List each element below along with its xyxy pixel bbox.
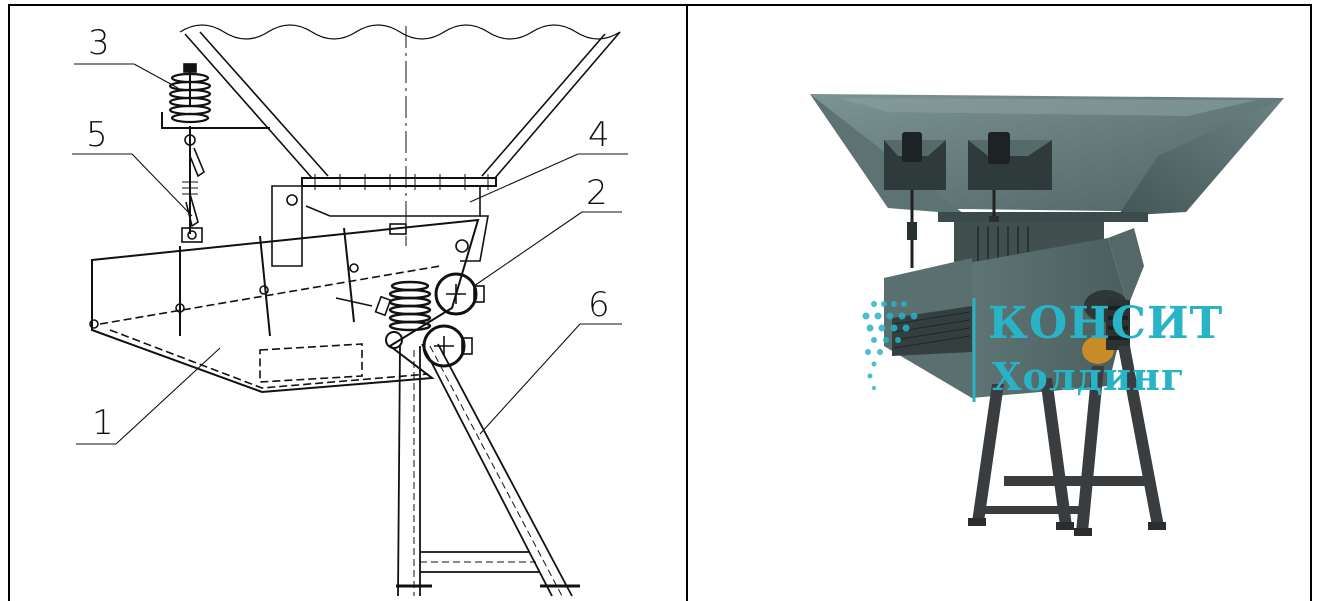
support-stand <box>396 343 580 597</box>
callout-label-3: 3 <box>88 23 110 63</box>
render-support-stand <box>968 346 1166 536</box>
hopper-flange <box>301 177 497 187</box>
callout-leaders <box>72 63 628 445</box>
technical-drawing-panel: 3 5 1 4 2 6 <box>10 6 686 601</box>
render-trough <box>884 228 1144 398</box>
render-vibro-motor <box>1082 290 1130 364</box>
hopper-left-wall <box>184 33 313 179</box>
watermark-text-line1: КОНСИТ <box>988 298 1223 349</box>
callout-label-2: 2 <box>586 173 608 213</box>
figure-frame <box>8 4 1312 601</box>
callout-label-5: 5 <box>86 115 108 155</box>
watermark-logo: КОНСИТ Холдинг <box>862 298 1223 402</box>
feeder-trough <box>91 218 480 394</box>
logo-dots-icon <box>862 301 918 390</box>
callout-label-4: 4 <box>588 115 610 155</box>
callout-label-1: 1 <box>92 403 114 443</box>
watermark-text-line2: Холдинг <box>992 354 1185 399</box>
panel-divider <box>686 4 688 601</box>
render-spring-brackets <box>884 132 1052 268</box>
suspension-spring-top <box>168 72 212 124</box>
product-render-panel: КОНСИТ Холдинг <box>688 6 1310 601</box>
hopper-right-wall <box>494 31 621 179</box>
vibro-motor-upper <box>434 272 485 316</box>
support-spring <box>388 280 432 332</box>
technical-drawing: 3 5 1 4 2 6 <box>72 23 628 597</box>
hopper-wavy-top <box>179 24 621 40</box>
product-render: КОНСИТ Холдинг <box>810 94 1284 536</box>
callout-label-6: 6 <box>588 285 610 325</box>
